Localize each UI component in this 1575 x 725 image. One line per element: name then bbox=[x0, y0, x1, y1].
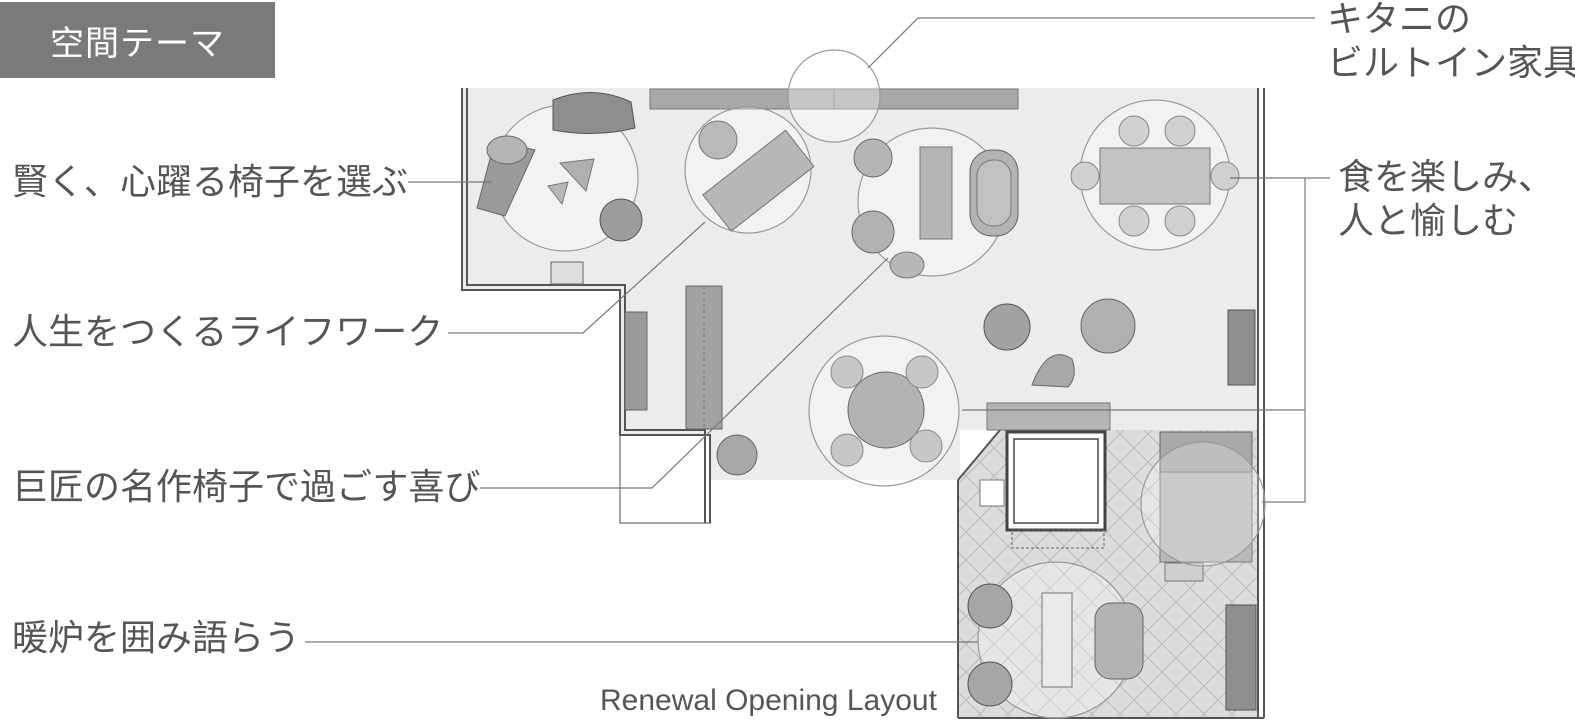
theme-tag: 空間テーマ bbox=[0, 2, 275, 78]
label-dining-line2: 人と愉しむ bbox=[1338, 201, 1519, 242]
label-builtin-line2: ビルトイン家具 bbox=[1327, 43, 1575, 84]
builtin-circle bbox=[787, 49, 881, 143]
zone-dining bbox=[1070, 99, 1240, 251]
label-builtin-line1: キタニの bbox=[1327, 0, 1472, 40]
bookshelf bbox=[685, 285, 723, 430]
entry-box bbox=[550, 261, 584, 285]
zone-chairs bbox=[476, 92, 643, 252]
loose-chairs bbox=[716, 298, 1136, 476]
zone-round-table bbox=[808, 335, 960, 487]
zone-desk bbox=[684, 106, 815, 234]
label-masterpiece: 巨匠の名作椅子で過ごす喜び bbox=[12, 467, 481, 508]
leader-lines bbox=[305, 17, 1330, 643]
label-lifework: 人生をつくるライフワーク bbox=[12, 312, 444, 353]
cabinet-fireplace bbox=[1225, 604, 1257, 711]
counter bbox=[986, 402, 1111, 431]
cabinet-right bbox=[1227, 309, 1256, 386]
zone-lounge bbox=[851, 127, 1019, 279]
zone-fireplace bbox=[967, 430, 1266, 719]
cabinet-left bbox=[624, 311, 648, 411]
layout-caption: Renewal Opening Layout bbox=[600, 684, 937, 717]
label-fireplace: 暖炉を囲み語らう bbox=[12, 618, 301, 659]
label-dining-line1: 食を楽しみ、 bbox=[1338, 157, 1555, 198]
label-chairs: 賢く、心躍る椅子を選ぶ bbox=[12, 162, 409, 203]
